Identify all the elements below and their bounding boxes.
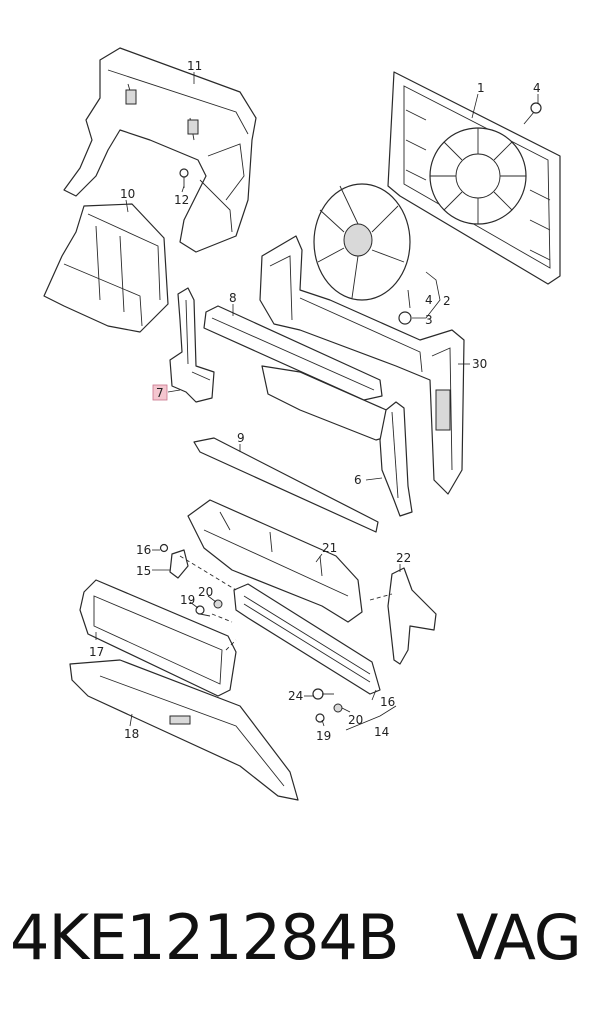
callout-3: 3 bbox=[425, 313, 433, 327]
part-1-fan-shroud bbox=[387, 71, 561, 285]
callout-22: 22 bbox=[396, 551, 411, 565]
callout-10: 10 bbox=[120, 187, 135, 201]
callout-4-mid: 4 bbox=[425, 293, 433, 307]
callout-14: 14 bbox=[374, 725, 389, 739]
screw-12 bbox=[179, 168, 189, 188]
fasteners bbox=[159, 543, 343, 723]
part-7-air-guide bbox=[169, 287, 215, 403]
callout-2: 2 bbox=[443, 294, 451, 308]
callout-9: 9 bbox=[237, 431, 245, 445]
callout-21: 21 bbox=[322, 541, 337, 555]
callout-12: 12 bbox=[174, 193, 189, 207]
part-17-grille-frame bbox=[79, 579, 237, 697]
callout-16-right: 16 bbox=[380, 695, 395, 709]
assembly-lines bbox=[179, 555, 393, 651]
callout-labels: 11 1 4 12 10 4 2 8 3 30 7 9 6 21 16 22 1… bbox=[89, 59, 541, 743]
callout-19-top: 19 bbox=[180, 593, 195, 607]
part-fan-wheel bbox=[313, 183, 412, 325]
callout-1: 1 bbox=[477, 81, 485, 95]
callout-19-bottom: 19 bbox=[316, 729, 331, 743]
part-22-side-bracket bbox=[387, 567, 437, 665]
leader-lines bbox=[95, 72, 539, 731]
callout-7: 7 bbox=[156, 386, 164, 400]
callout-17: 17 bbox=[89, 645, 104, 659]
callout-16-left: 16 bbox=[136, 543, 151, 557]
part-9-seal bbox=[193, 437, 379, 533]
part-number-caption: 4KE121284B bbox=[10, 901, 399, 974]
callout-24: 24 bbox=[288, 689, 303, 703]
callout-30: 30 bbox=[472, 357, 487, 371]
callout-20-bottom: 20 bbox=[348, 713, 363, 727]
part-6-side-air-guide bbox=[379, 401, 413, 517]
highlight-box-7 bbox=[152, 384, 168, 401]
callout-8: 8 bbox=[229, 291, 237, 305]
brand-caption: VAG bbox=[456, 901, 582, 974]
part-30-radiator-support bbox=[259, 235, 465, 495]
callout-4-top: 4 bbox=[533, 81, 541, 95]
part-8-crossmember-cover bbox=[203, 305, 383, 401]
part-18-air-deflector bbox=[69, 659, 299, 801]
bolt-4 bbox=[523, 102, 542, 125]
callout-6: 6 bbox=[354, 473, 362, 487]
part-11-air-duct-upper bbox=[63, 47, 257, 253]
callout-15: 15 bbox=[136, 564, 151, 578]
callout-18: 18 bbox=[124, 727, 139, 741]
callout-11: 11 bbox=[187, 59, 202, 73]
callout-20-top: 20 bbox=[198, 585, 213, 599]
part-21-bracket bbox=[187, 499, 363, 623]
part-10-air-duct-lower bbox=[43, 203, 169, 333]
exploded-parts-diagram: 11 1 4 12 10 4 2 8 3 30 7 9 6 21 16 22 1… bbox=[43, 47, 561, 801]
